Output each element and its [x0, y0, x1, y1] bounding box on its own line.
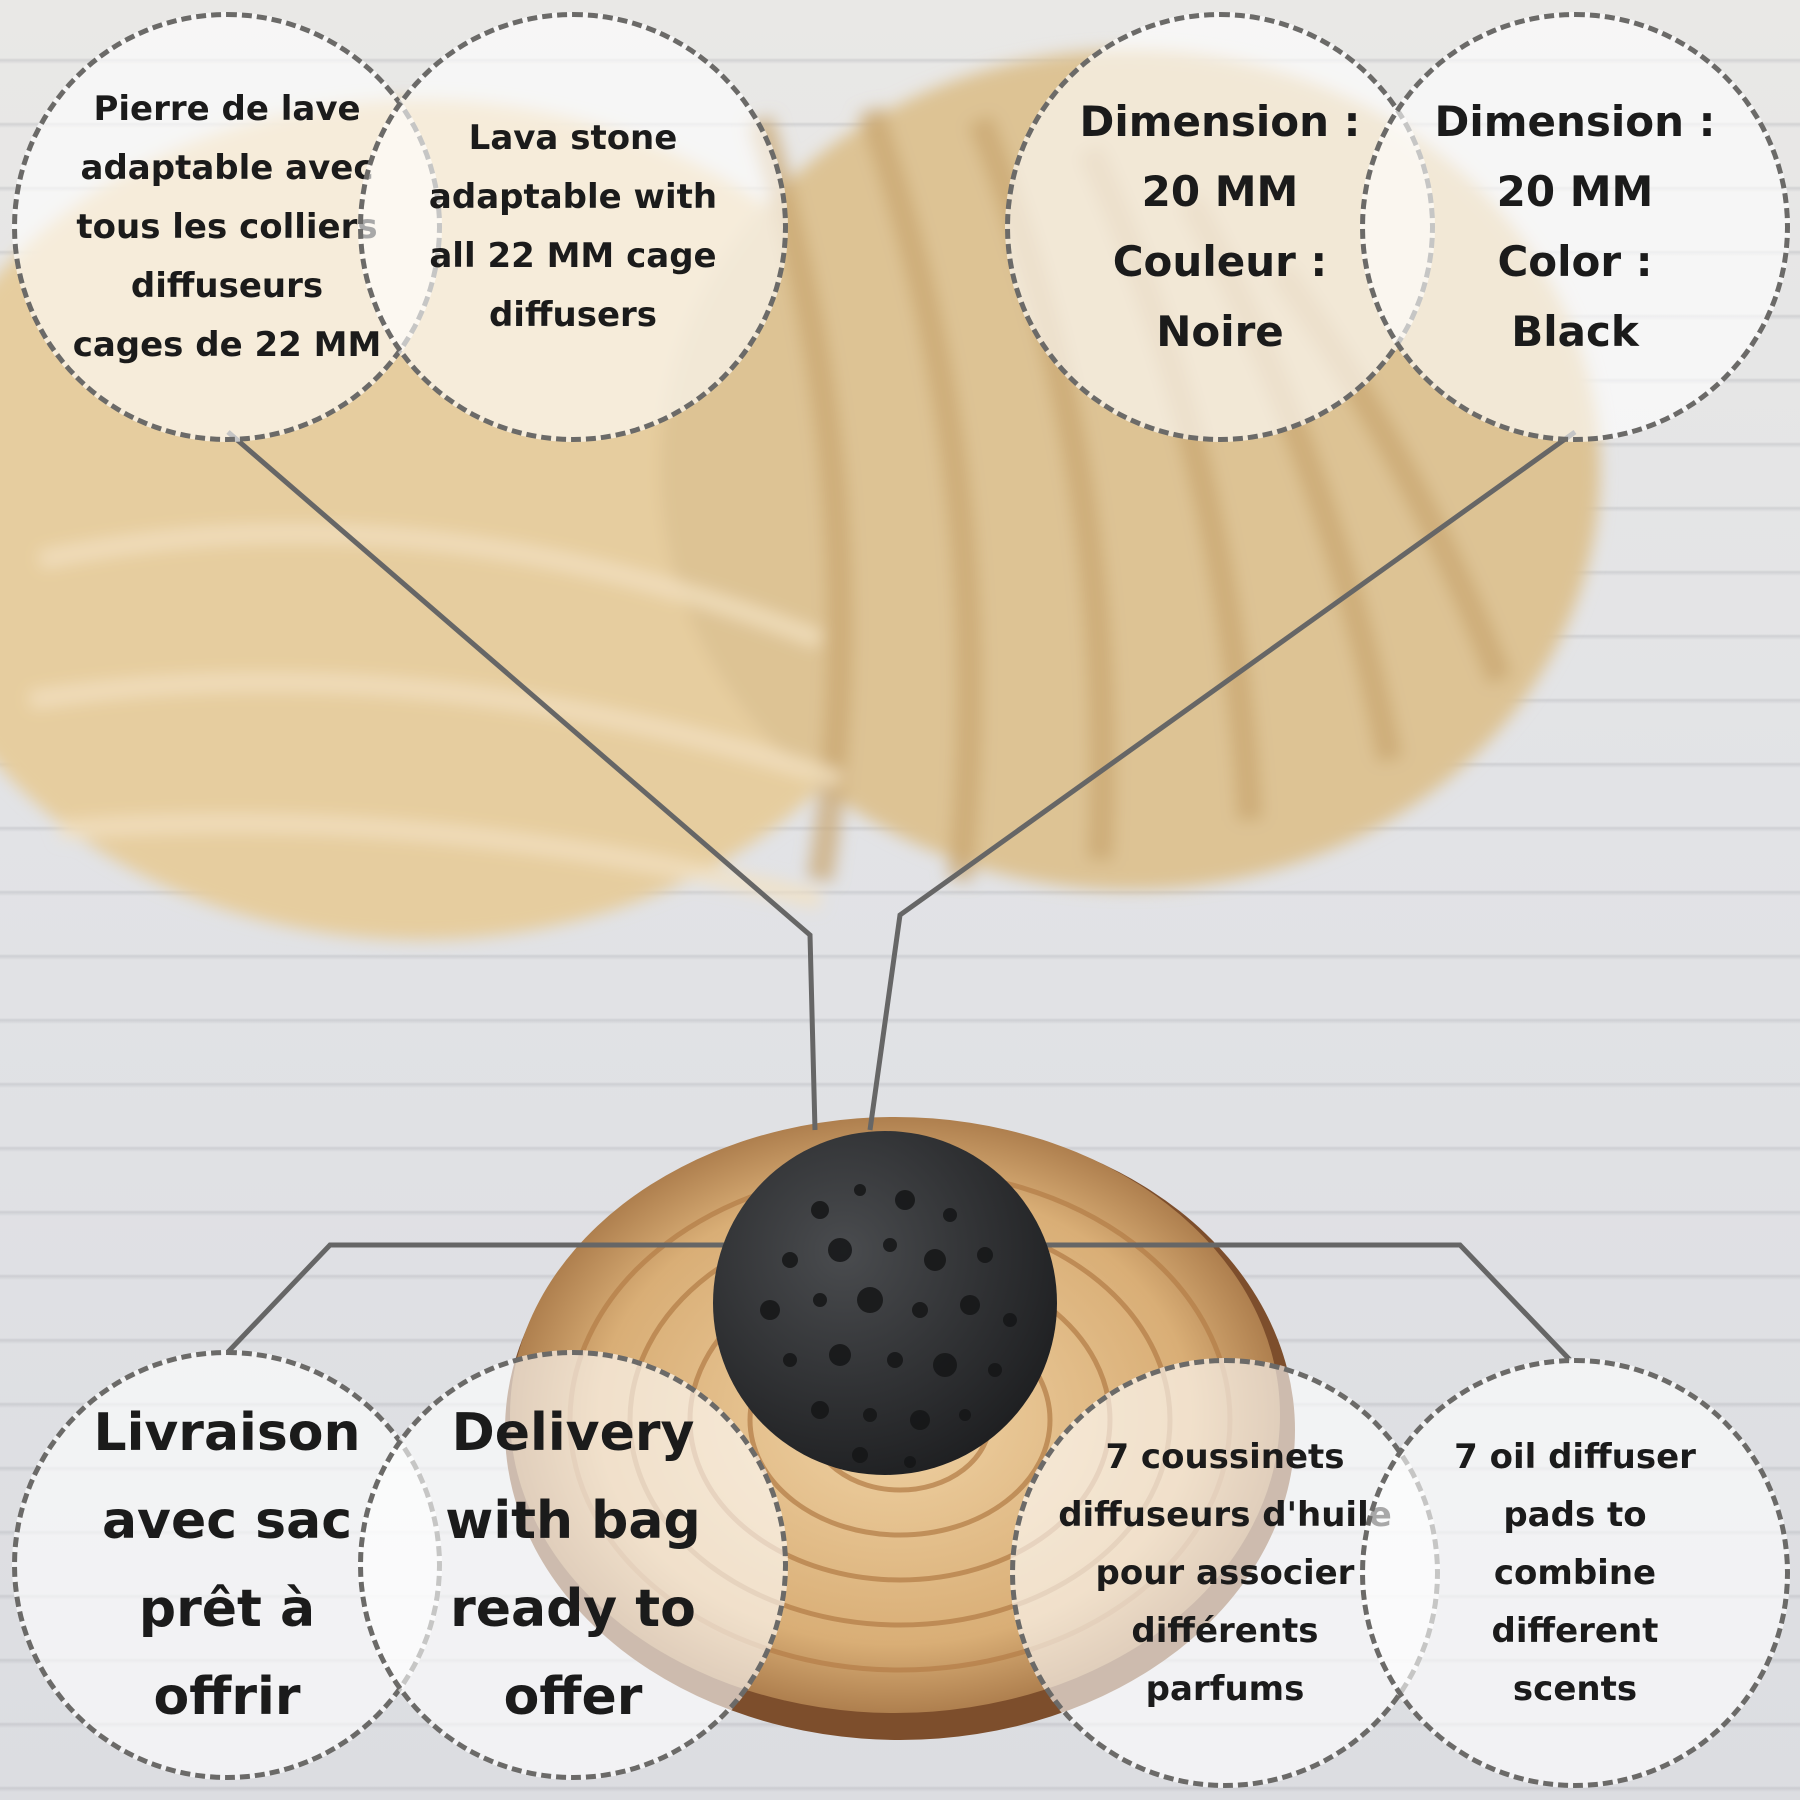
callout-text: Livraison avec sac prêt à offrir	[93, 1403, 361, 1727]
callout-top-right-en: Dimension : 20 MM Color : Black	[1360, 12, 1790, 442]
callout-top-left-en: Lava stone adaptable with all 22 MM cage…	[358, 12, 788, 442]
callout-bottom-left-en: Delivery with bag ready to offer	[358, 1350, 788, 1780]
callout-text: 7 coussinets diffuseurs d'huile pour ass…	[1058, 1437, 1392, 1709]
callout-text: Lava stone adaptable with all 22 MM cage…	[428, 118, 718, 335]
callout-text: Dimension : 20 MM Couleur : Noire	[1079, 97, 1361, 356]
callout-text: Delivery with bag ready to offer	[445, 1403, 701, 1727]
lava-stone-bead	[713, 1131, 1057, 1475]
callout-text: Pierre de lave adaptable avec tous les c…	[72, 88, 382, 365]
callout-bottom-right-en: 7 oil diffuser pads to combine different…	[1360, 1358, 1790, 1788]
callout-text: 7 oil diffuser pads to combine different…	[1454, 1437, 1696, 1709]
connector-lines	[226, 429, 1577, 1362]
callout-text: Dimension : 20 MM Color : Black	[1434, 97, 1716, 356]
